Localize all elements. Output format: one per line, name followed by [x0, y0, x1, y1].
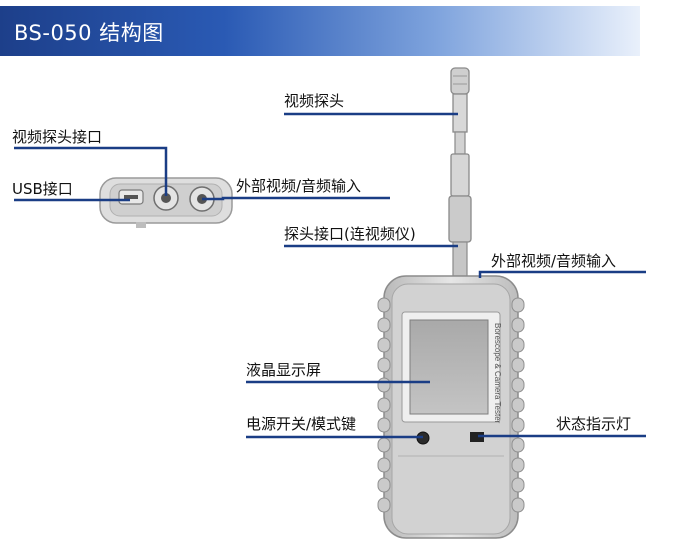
label-ext-av-input-right: 外部视频/音频输入	[491, 252, 617, 270]
leader-lines	[14, 112, 646, 439]
lcd-screen	[409, 319, 489, 415]
leader-ext-av-right	[478, 270, 646, 278]
status-led-icon	[470, 432, 484, 442]
video-probe-icon	[448, 67, 472, 277]
label-probe-port: 探头接口(连视频仪)	[284, 225, 416, 243]
label-ext-av-input-top: 外部视频/音频输入	[236, 177, 362, 195]
label-lcd-screen: 液晶显示屏	[246, 361, 322, 379]
page-title: BS-050 结构图	[14, 21, 164, 45]
device-side-text: Borescope & Camera Tester	[493, 323, 502, 424]
header-banner: BS-050 结构图	[0, 6, 640, 56]
label-usb-port: USB接口	[12, 180, 73, 198]
label-status-led: 状态指示灯	[556, 415, 632, 433]
usb-port-icon	[118, 189, 144, 205]
handheld-device: Borescope & Camera Tester	[377, 275, 525, 539]
leader-video-probe-port	[14, 146, 168, 196]
label-video-probe: 视频探头	[284, 92, 345, 110]
label-power-mode-key: 电源开关/模式键	[246, 415, 357, 433]
label-video-probe-port: 视频探头接口	[12, 128, 103, 146]
leader-ext-av-top	[202, 196, 390, 201]
